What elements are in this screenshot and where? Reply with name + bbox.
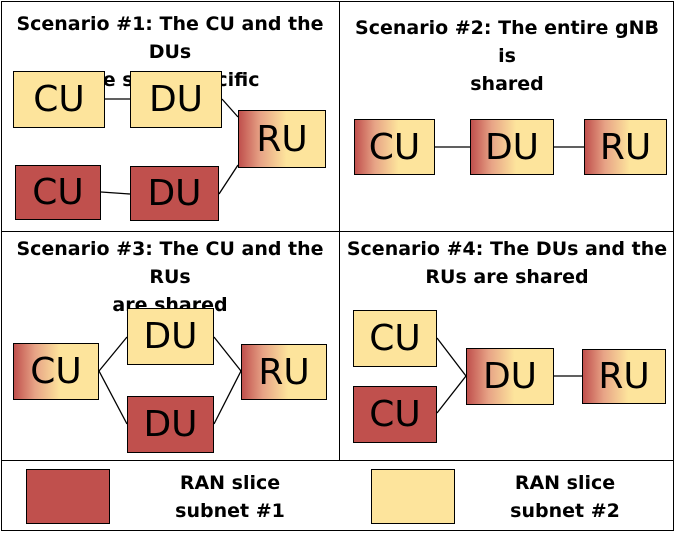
- divider-legend: [1, 460, 674, 461]
- s1-du-top-box: DU: [130, 71, 222, 128]
- s3-du-bottom-box: DU: [127, 396, 214, 453]
- s1-du-bottom-box: DU: [130, 166, 219, 221]
- s1-cu-top-box: CU: [13, 71, 105, 128]
- s1-ru-box: RU: [238, 110, 326, 168]
- legend-label-slice-2-line2: subnet #2: [510, 500, 620, 522]
- s1-cu-bottom-box: CU: [15, 165, 101, 220]
- divider-middle: [1, 231, 674, 232]
- s4-cu-top-box: CU: [353, 310, 437, 367]
- legend-swatch-slice-1: [26, 469, 110, 524]
- scenario-2-title-line2: shared: [470, 73, 544, 95]
- scenario-3-title: Scenario #3: The CU and the RUs are shar…: [6, 235, 334, 319]
- scenario-4-title-line1: Scenario #4: The DUs and the: [346, 238, 668, 260]
- link-s3-du-bottom-ru: [213, 370, 242, 425]
- link-s1-du-bottom-ru: [218, 164, 239, 195]
- legend-label-slice-2-line1: RAN slice: [514, 472, 616, 494]
- link-s3-cu-du-bottom: [98, 370, 128, 425]
- legend-label-slice-2: RAN slice subnet #2: [465, 469, 665, 525]
- legend-swatch-slice-2: [371, 469, 455, 524]
- link-s4-cu-top-du: [436, 337, 467, 377]
- scenario-2-title-line1: Scenario #2: The entire gNB is: [355, 17, 659, 67]
- s3-ru-box: RU: [241, 344, 327, 400]
- legend-label-slice-1-line2: subnet #1: [175, 500, 285, 522]
- scenario-3-title-line1: Scenario #3: The CU and the RUs: [16, 238, 324, 288]
- s3-cu-box: CU: [13, 343, 99, 400]
- s4-ru-box: RU: [582, 349, 666, 404]
- s2-ru-box: RU: [584, 119, 667, 175]
- link-s4-cu-bottom-du: [436, 375, 467, 414]
- scenario-1-title-line1: Scenario #1: The CU and the DUs: [16, 13, 324, 63]
- legend-label-slice-1: RAN slice subnet #1: [130, 469, 330, 525]
- s4-du-box: DU: [466, 348, 554, 405]
- scenario-4-title: Scenario #4: The DUs and the RUs are sha…: [344, 235, 670, 291]
- s3-du-top-box: DU: [127, 308, 214, 365]
- s2-cu-box: CU: [354, 119, 435, 175]
- link-s1-cu-du-bottom: [100, 191, 131, 195]
- legend-label-slice-1-line1: RAN slice: [179, 472, 281, 494]
- link-s3-du-top-ru: [213, 336, 242, 372]
- link-s1-du-top-ru: [221, 98, 239, 118]
- s4-cu-bottom-box: CU: [353, 386, 437, 443]
- s2-du-box: DU: [470, 119, 554, 175]
- link-s3-cu-du-top: [98, 336, 128, 372]
- divider-vertical: [339, 1, 340, 461]
- scenario-2-title: Scenario #2: The entire gNB is shared: [344, 14, 670, 98]
- scenario-4-title-line2: RUs are shared: [425, 266, 589, 288]
